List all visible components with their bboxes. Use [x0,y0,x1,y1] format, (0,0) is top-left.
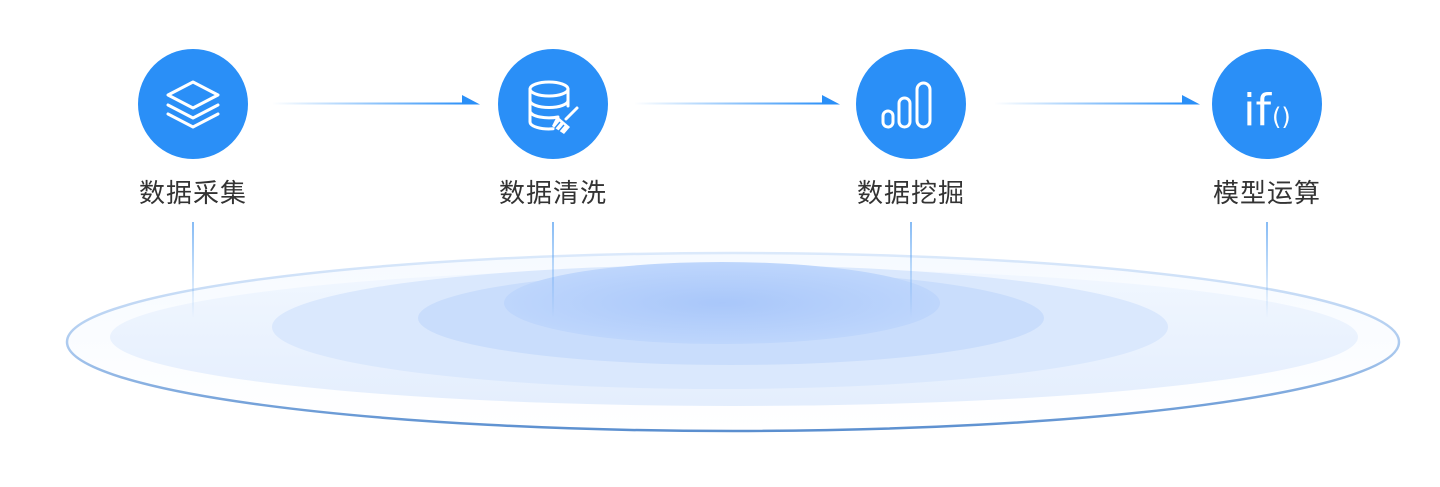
function-icon-brackets: () [1272,103,1291,131]
function-icon: if() [1243,85,1290,136]
drop-line-1 [192,222,194,318]
step-node-data-mining [856,49,966,159]
platform-core [504,262,940,344]
step-node-data-collection [138,49,248,159]
layers-icon [166,80,220,129]
step-label: 模型运算 [1212,178,1321,208]
arrow-right-icon [272,95,480,105]
drop-line-2 [552,222,554,318]
step-label: 数据采集 [138,178,247,208]
step-node-data-cleaning [498,49,608,159]
step-label: 数据清洗 [498,178,607,208]
drop-line-4 [1266,222,1268,318]
function-icon-text: if [1243,85,1272,136]
step-label: 数据挖掘 [856,178,965,208]
arrow-right-icon [634,95,840,105]
svg-text:if(): if() [1243,85,1290,136]
step-node-model-computation: if() [1212,49,1322,159]
drop-line-3 [910,222,912,318]
database-broom-icon [528,80,579,134]
arrow-right-icon [994,95,1200,105]
bar-chart-icon [881,81,932,129]
